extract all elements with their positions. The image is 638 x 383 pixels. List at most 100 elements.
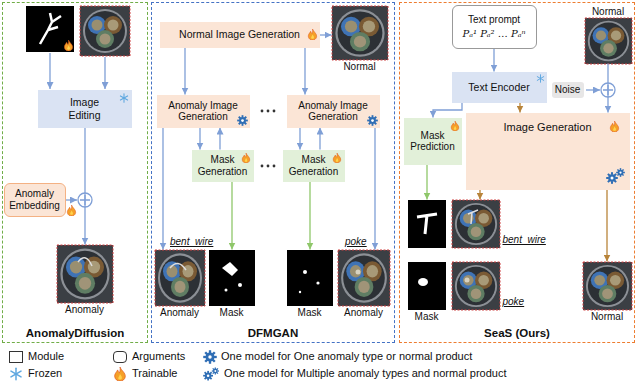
legend-text: Module	[28, 350, 64, 363]
mask-picture	[209, 250, 255, 306]
box-label: Pₐ¹ Pₐ² … Pₐⁿ	[462, 28, 525, 40]
trainable-module: Image Generation	[466, 113, 630, 190]
flow-arrow	[493, 49, 494, 72]
box-label: Anomaly Embedding	[8, 188, 62, 211]
flow-arrow	[320, 34, 332, 35]
image-caption: Anomaly	[160, 307, 199, 318]
flow-arrow	[309, 182, 310, 250]
flow-arrow	[199, 128, 200, 150]
legend-symbol	[115, 367, 126, 381]
flame-icon	[67, 205, 75, 216]
anomaly-type-label: bent_wire	[170, 236, 213, 247]
ellipsis-dots	[261, 110, 276, 168]
noise-arrow	[586, 89, 600, 90]
legend-item: Frozen	[8, 366, 62, 381]
image-caption: Normal	[592, 6, 624, 17]
argument-box: Anomaly Embedding	[4, 183, 66, 217]
trainable-icon	[64, 40, 72, 51]
image-frame: Anomaly	[57, 245, 113, 303]
flame-icon	[450, 121, 460, 131]
box-label: Image Generation	[503, 121, 591, 134]
text-prompt-box: Text promptPₐ¹ Pₐ² … Pₐⁿ	[452, 5, 537, 49]
flame-icon	[241, 153, 251, 163]
legend-text: Arguments	[132, 350, 185, 363]
anomaly-picture	[452, 200, 500, 248]
legend-text: One model for Multiple anomaly types and…	[224, 367, 506, 380]
flow-arrow	[319, 128, 320, 150]
method-panel: Text promptPₐ¹ Pₐ² … PₐⁿText Encoder Nois…	[399, 2, 635, 343]
flow-arrow	[433, 103, 462, 118]
legend-symbol	[112, 350, 128, 364]
trainable-module: Anomaly Image Generation	[157, 95, 250, 128]
snow-icon	[119, 93, 129, 103]
mask-picture	[408, 200, 446, 248]
flow-arrow	[162, 128, 163, 250]
mask-picture	[26, 6, 74, 52]
image-frame: Anomaly	[338, 250, 390, 306]
flame-icon	[307, 29, 318, 40]
flow-arrow	[374, 128, 375, 250]
legend-symbol	[11, 368, 21, 380]
trainable-module: Mask Prediction	[404, 118, 462, 165]
image-caption: Mask	[415, 311, 439, 322]
mask-picture	[408, 262, 446, 310]
mask-picture	[287, 250, 333, 306]
flow-arrow	[607, 64, 608, 113]
snow-icon	[120, 93, 127, 101]
legend-symbol	[114, 351, 127, 362]
flow-arrow	[519, 103, 520, 113]
image-frame: Normal	[585, 18, 632, 64]
anomaly-picture	[155, 250, 205, 306]
legend-item: Trainable	[112, 366, 177, 381]
box-label: Anomaly Image Generation	[295, 100, 371, 123]
flame-icon	[242, 153, 250, 163]
image-frame: Mask	[209, 250, 255, 306]
snow-icon	[537, 74, 543, 82]
gears-icon	[606, 168, 625, 184]
noise-box: Noise	[552, 82, 584, 98]
gear-icon	[367, 115, 378, 126]
flame-icon	[308, 29, 316, 40]
image-caption: Normal	[343, 61, 375, 72]
panel-title: SeaS (Ours)	[400, 327, 634, 340]
legend-symbol	[8, 367, 24, 381]
gear-icon	[237, 115, 248, 126]
image-frame: Normal	[332, 6, 388, 60]
image-frame: Anomaly	[155, 250, 205, 306]
image-caption: Anomaly	[344, 307, 383, 318]
flow-arrow	[304, 48, 305, 95]
normal-picture	[585, 18, 632, 64]
frozen-module: Text Encoder	[452, 72, 547, 103]
image-frame: Normal	[583, 262, 632, 310]
legend-item: One model for One anomaly type or normal…	[203, 349, 472, 364]
legend-item: Module	[8, 349, 64, 364]
flame-icon	[451, 121, 459, 131]
flow-arrow	[231, 182, 232, 250]
legend-text: Frozen	[28, 367, 62, 380]
image-caption: Anomaly	[65, 304, 104, 315]
anomaly-picture	[452, 262, 500, 310]
panel-title: DFMGAN	[152, 327, 394, 340]
anomaly-type-label: poke	[345, 236, 367, 247]
image-caption: Mask	[298, 307, 322, 318]
anomaly-picture	[57, 245, 113, 303]
box-label: Text Encoder	[468, 81, 529, 93]
box-label: Noise	[555, 84, 581, 96]
flame-icon	[609, 121, 620, 132]
flow-arrow	[479, 190, 480, 200]
image-caption: poke	[503, 296, 525, 307]
gear-icon	[367, 115, 378, 126]
panel-title: AnomalyDiffusion	[3, 327, 147, 340]
trainable-module: Mask Generation	[192, 150, 254, 182]
image-frame: Mask	[408, 200, 446, 310]
flow-arrow	[606, 190, 607, 262]
flame-icon	[333, 153, 341, 163]
image-frame: Mask	[287, 250, 333, 306]
legend-symbol	[8, 350, 24, 364]
flow-arrow	[84, 128, 85, 245]
box-label: Mask Prediction	[407, 130, 459, 153]
legend-item: Arguments	[112, 349, 185, 364]
normal-picture	[583, 262, 632, 310]
image-caption: bent_wire	[503, 234, 546, 245]
